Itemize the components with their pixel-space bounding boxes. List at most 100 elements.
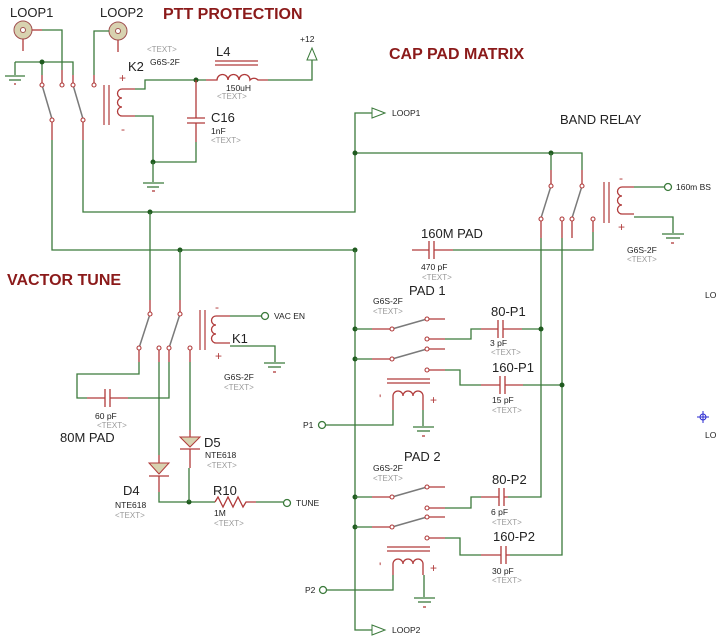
k2-text: <TEXT> bbox=[147, 45, 177, 54]
r10-value: 1M bbox=[214, 508, 226, 518]
loop1-label: LOOP1 bbox=[10, 5, 53, 20]
k1-ref: K1 bbox=[232, 331, 248, 346]
l4-text: <TEXT> bbox=[217, 92, 247, 101]
offpage-label-2: LO bbox=[705, 430, 717, 440]
d4-part: NTE618 bbox=[115, 500, 146, 510]
k2-ref: K2 bbox=[128, 59, 144, 74]
ground-icon bbox=[264, 362, 285, 373]
pad1-ref: PAD 1 bbox=[409, 283, 446, 298]
band-relay-coil: -+ bbox=[603, 171, 634, 234]
title-band-relay: BAND RELAY bbox=[560, 112, 642, 127]
c16-text: <TEXT> bbox=[211, 136, 241, 145]
pad2-relay: '+ bbox=[352, 484, 445, 575]
k1-text: <TEXT> bbox=[224, 383, 254, 392]
80-p2-text: <TEXT> bbox=[492, 518, 522, 527]
k1-switch bbox=[136, 311, 193, 362]
160-p2-value: 30 pF bbox=[492, 566, 514, 576]
80-p2-capacitor bbox=[481, 488, 508, 506]
160-p2-text: <TEXT> bbox=[492, 576, 522, 585]
d4-ref: D4 bbox=[123, 483, 140, 498]
k2-part: G6S-2F bbox=[150, 57, 180, 67]
c16-value: 1nF bbox=[211, 126, 226, 136]
ground-icon bbox=[413, 426, 434, 437]
80-p1-capacitor bbox=[481, 320, 522, 338]
pad1-text: <TEXT> bbox=[373, 307, 403, 316]
title-cap-pad-matrix: CAP PAD MATRIX bbox=[389, 46, 524, 63]
svg-text:+: + bbox=[215, 349, 222, 363]
tune-terminal[interactable] bbox=[282, 498, 292, 508]
80m-pad-ref: 80M PAD bbox=[60, 430, 115, 445]
pad2-ref: PAD 2 bbox=[404, 449, 441, 464]
80-p2-value: 6 pF bbox=[491, 507, 508, 517]
svg-text:+: + bbox=[430, 561, 437, 575]
p2-terminal[interactable] bbox=[318, 585, 328, 595]
d5-ref: D5 bbox=[204, 435, 221, 450]
svg-text:+: + bbox=[430, 393, 437, 407]
net-label-160m-bs: 160m BS bbox=[676, 182, 711, 192]
svg-text:': ' bbox=[379, 560, 381, 574]
band-relay-switch bbox=[538, 183, 596, 238]
160-p1-value: 15 pF bbox=[492, 395, 514, 405]
160-p1-ref: 160-P1 bbox=[492, 360, 534, 375]
80m-pad-capacitor bbox=[87, 389, 128, 407]
pad1-relay: '+ bbox=[352, 316, 445, 410]
net-label-p2: P2 bbox=[305, 585, 316, 595]
title-vactor-tune: VACTOR TUNE bbox=[7, 272, 121, 289]
pad1-part: G6S-2F bbox=[373, 296, 403, 306]
d4-text: <TEXT> bbox=[115, 511, 145, 520]
svg-text:+: + bbox=[119, 71, 126, 85]
svg-text:+: + bbox=[618, 220, 625, 234]
vac-en-terminal[interactable] bbox=[260, 311, 270, 321]
r10-ref: R10 bbox=[213, 483, 237, 498]
ground-icon bbox=[414, 597, 435, 608]
80-p2-ref: 80-P2 bbox=[492, 472, 527, 487]
l4-value: 150uH bbox=[226, 83, 251, 93]
160-p1-text: <TEXT> bbox=[492, 406, 522, 415]
net-label-loop2: LOOP2 bbox=[392, 625, 421, 635]
loop1-connector[interactable]: LOOP1 bbox=[10, 5, 63, 85]
160m-pad-value: 470 pF bbox=[421, 262, 447, 272]
d5-diode bbox=[178, 430, 202, 468]
net-label-plus12: +12 bbox=[300, 34, 315, 44]
net-label-vac-en: VAC EN bbox=[274, 311, 305, 321]
offpage-label-1: LO bbox=[705, 290, 717, 300]
pad2-text: <TEXT> bbox=[373, 474, 403, 483]
80m-pad-value: 60 pF bbox=[95, 411, 117, 421]
160-p1-capacitor bbox=[481, 376, 523, 394]
l4-inductor bbox=[206, 60, 268, 82]
80-p1-ref: 80-P1 bbox=[491, 304, 526, 319]
r10-text: <TEXT> bbox=[214, 519, 244, 528]
ground-icon bbox=[5, 75, 25, 85]
loop2-net-arrow-icon bbox=[371, 624, 387, 636]
p1-terminal[interactable] bbox=[317, 420, 327, 430]
l4-ref: L4 bbox=[216, 44, 230, 59]
80-p1-text: <TEXT> bbox=[491, 348, 521, 357]
c16-ref: C16 bbox=[211, 110, 235, 125]
80-p1-value: 3 pF bbox=[490, 338, 507, 348]
d4-diode bbox=[147, 455, 171, 492]
loop1-net-arrow-icon bbox=[371, 107, 387, 119]
band-relay-part: G6S-2F bbox=[627, 245, 657, 255]
net-label-p1: P1 bbox=[303, 420, 314, 430]
k1-part: G6S-2F bbox=[224, 372, 254, 382]
160-p2-capacitor bbox=[481, 546, 510, 564]
d5-text: <TEXT> bbox=[207, 461, 237, 470]
net-label-loop1: LOOP1 bbox=[392, 108, 421, 118]
160m-pad-capacitor bbox=[412, 241, 453, 259]
band-relay-text: <TEXT> bbox=[627, 255, 657, 264]
ground-icon bbox=[662, 233, 684, 244]
ground-icon bbox=[143, 182, 164, 192]
k1-relay-coil: -+ bbox=[199, 300, 230, 363]
r10-resistor bbox=[214, 495, 256, 509]
loop2-connector[interactable]: LOOP2 bbox=[93, 5, 143, 85]
160-p2-ref: 160-P2 bbox=[493, 529, 535, 544]
160m-pad-ref: 160M PAD bbox=[421, 226, 483, 241]
80m-pad-text: <TEXT> bbox=[97, 421, 127, 430]
svg-text:': ' bbox=[379, 392, 381, 406]
k2-relay-coil: +- bbox=[103, 71, 135, 136]
pad2-part: G6S-2F bbox=[373, 463, 403, 473]
loop2-label: LOOP2 bbox=[100, 5, 143, 20]
svg-text:-: - bbox=[215, 300, 219, 314]
160m-bs-terminal[interactable] bbox=[663, 182, 673, 192]
